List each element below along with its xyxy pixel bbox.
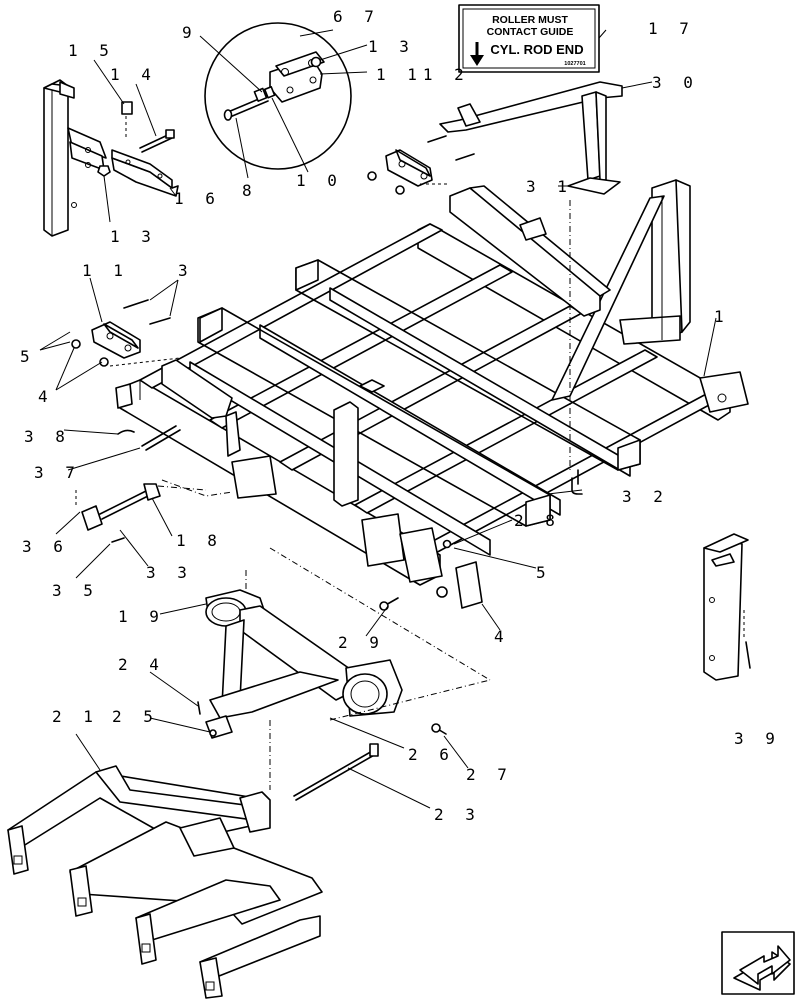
clip-38 — [117, 429, 135, 435]
decal-line-2: CONTACT GUIDE — [487, 26, 574, 38]
shaft-23 — [293, 743, 379, 801]
callout-21: 2 1 — [52, 707, 99, 726]
callout-24: 2 4 — [118, 655, 165, 674]
nut-13 — [97, 165, 111, 177]
callout-30: 3 0 — [652, 73, 699, 92]
callout-8: 8 — [242, 181, 258, 200]
roller-mount-assembly — [205, 589, 403, 739]
bushing-15 — [121, 101, 133, 115]
bolt-27 — [431, 723, 447, 735]
bolt-24 — [197, 701, 201, 715]
u-bolt-32 — [571, 469, 583, 495]
callout-14: 1 4 — [110, 65, 157, 84]
guide-line — [161, 479, 233, 497]
callout-16: 1 6 — [174, 189, 221, 208]
nut-28 — [442, 539, 452, 549]
callout-35: 3 5 — [52, 581, 99, 600]
callout-25: 2 5 — [112, 707, 159, 726]
callout-38: 3 8 — [24, 427, 71, 446]
guide-line — [329, 679, 491, 721]
callout-37: 3 7 — [34, 463, 81, 482]
callout-31: 3 1 — [526, 177, 573, 196]
hinge-bracket — [161, 359, 277, 499]
callout-18: 1 8 — [176, 531, 223, 550]
nut-25 — [209, 729, 217, 737]
leader-lines — [39, 29, 717, 809]
upright-39 — [703, 533, 751, 681]
callout-5b: 5 — [536, 563, 552, 582]
callout-26: 2 6 — [408, 745, 455, 764]
callout-39: 3 9 — [734, 729, 781, 748]
decal-line-1: ROLLER MUST — [492, 14, 568, 26]
warning-decal: ROLLER MUST CONTACT GUIDE CYL. ROD END 1… — [458, 4, 600, 73]
callout-32: 3 2 — [622, 487, 669, 506]
callout-1: 1 — [714, 307, 730, 326]
callout-19: 1 9 — [118, 607, 165, 626]
plate-16 — [111, 149, 179, 197]
detail-circle-link-assembly — [204, 22, 352, 170]
guide-line — [269, 547, 491, 681]
decal-line-3: CYL. ROD END — [490, 42, 583, 57]
cylinder-brace — [449, 185, 611, 317]
bolt-14 — [139, 129, 175, 153]
cylinder-arm-30 — [439, 81, 623, 195]
end-bracket-assembly — [43, 79, 179, 237]
pin-35 — [111, 537, 125, 543]
callout-4b: 4 — [494, 627, 510, 646]
callout-29: 2 9 — [338, 633, 385, 652]
callout-33: 3 3 — [146, 563, 193, 582]
callout-27: 2 7 — [466, 765, 513, 784]
callout-23: 2 3 — [434, 805, 481, 824]
callout-10: 1 0 — [296, 171, 343, 190]
callout-9: 9 — [182, 23, 198, 42]
guide-foot — [7, 825, 223, 999]
bolt-29 — [379, 597, 399, 611]
nut-13-detail — [310, 56, 322, 68]
next-page-arrow-icon[interactable] — [721, 931, 795, 995]
front-pivots — [361, 513, 483, 609]
spacer-10 — [263, 85, 276, 99]
callout-5: 5 — [20, 347, 36, 366]
frame-tower — [551, 179, 691, 401]
callout-11-12: 1 11 2 — [376, 65, 470, 84]
pin-37 — [141, 425, 181, 451]
callout-17: 1 7 — [648, 19, 695, 38]
tie-rod-33 — [81, 483, 207, 531]
callout-13: 1 3 — [110, 227, 157, 246]
callout-11: 1 1 — [82, 261, 129, 280]
callout-6-7: 6 7 — [333, 7, 380, 26]
callout-labels: 6 7 1 3 1 11 2 9 8 1 0 1 7 3 0 3 1 1 5 1… — [20, 7, 781, 824]
callout-3: 3 — [178, 261, 194, 280]
decal-part-number: 1027701 — [564, 61, 585, 67]
top-link-assembly — [367, 135, 475, 195]
center-post — [333, 379, 385, 507]
bolt-8 — [223, 95, 269, 121]
left-link-assembly — [71, 299, 171, 367]
callout-4: 4 — [38, 387, 54, 406]
guide-frame-21 — [7, 765, 323, 999]
callout-15: 1 5 — [68, 41, 115, 60]
bushing-9 — [253, 87, 268, 102]
callout-28: 2 8 — [514, 511, 561, 530]
down-arrow-icon — [470, 42, 484, 66]
callout-36: 3 6 — [22, 537, 69, 556]
callout-13-detail: 1 3 — [368, 37, 415, 56]
link-plate — [269, 51, 325, 103]
